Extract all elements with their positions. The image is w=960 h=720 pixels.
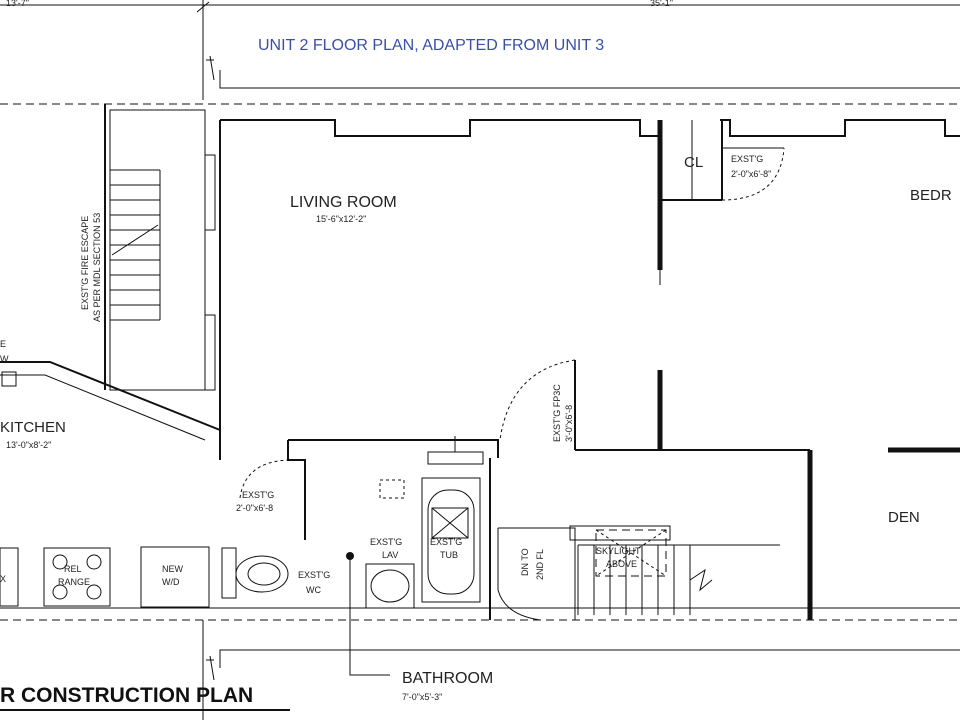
wc-sublabel: WC <box>306 585 321 595</box>
bathroom-north-wall <box>288 439 499 458</box>
washer-dryer <box>140 546 210 608</box>
left-fixture <box>1 371 17 387</box>
plan-title: R CONSTRUCTION PLAN <box>0 684 253 707</box>
bathroom-leader-line <box>349 556 390 676</box>
living-room-label: LIVING ROOM <box>290 194 397 211</box>
stair-enclosure <box>498 527 576 620</box>
stair-treads <box>569 525 780 615</box>
kitchen-size: 13'-0"x8'-2" <box>6 440 51 450</box>
closet-door-size: 2'-0"x6'-8" <box>731 169 771 179</box>
fp-door-label: EXST'G FP3C <box>552 384 562 442</box>
bath-door-size: 2'-0"x6'-8 <box>236 503 273 513</box>
kitchen-diagonal-wall <box>0 361 221 460</box>
lav-sublabel: LAV <box>382 550 398 560</box>
fire-escape-label: EXST'G FIRE ESCAPE <box>80 216 90 310</box>
left-edge-label-2: W <box>0 354 9 364</box>
exterior-wall-top <box>219 70 960 89</box>
left-fixture-label: X <box>0 574 6 584</box>
bath-door-label: EXST'G <box>242 490 274 500</box>
toilet-fixture <box>221 547 289 599</box>
stair-sublabel: 2ND FL <box>535 549 545 580</box>
bathroom-size: 7'-0"x5'-3" <box>402 692 442 702</box>
dimension-right-label: 35'-1" <box>650 0 673 8</box>
tub-fixture <box>421 477 481 603</box>
lav-label: EXST'G <box>370 537 402 547</box>
fire-escape <box>109 109 206 391</box>
window-west-1 <box>204 154 216 231</box>
living-room-size: 15'-6"x12'-2" <box>316 214 366 224</box>
diagram-title: UNIT 2 FLOOR PLAN, ADAPTED FROM UNIT 3 <box>258 37 604 54</box>
fire-escape-sublabel: AS PER MDL SECTION 53 <box>92 213 102 322</box>
wd-label: NEW <box>162 564 184 574</box>
closet-label: CL <box>684 154 703 171</box>
closet-door-label: EXST'G <box>731 154 763 164</box>
bedroom-north-wall <box>720 119 960 137</box>
tub-label: EXST'G <box>430 537 462 547</box>
window-west-2 <box>204 314 216 391</box>
bathroom-label: BATHROOM <box>402 670 493 687</box>
dimension-left-label: 13'-7" <box>6 0 29 8</box>
exterior-wall-bottom-outer <box>219 649 960 668</box>
medicine-cabinet <box>379 479 405 499</box>
range-label: REL <box>64 564 82 574</box>
fp-door-swing <box>499 359 576 441</box>
lavatory-fixture <box>365 563 415 609</box>
skylight-label: SKYLIGHT <box>596 546 641 556</box>
range-sublabel: RANGE <box>58 577 90 587</box>
bath-door-swing <box>239 459 289 499</box>
kitchen-label: KITCHEN <box>0 419 66 436</box>
den-label: DEN <box>888 509 920 526</box>
left-edge-label-1: E <box>0 339 6 349</box>
skylight-sublabel: ABOVE <box>606 559 637 569</box>
tub-sublabel: TUB <box>440 550 458 560</box>
skylight-outline <box>595 529 667 577</box>
wd-sublabel: W/D <box>162 577 180 587</box>
wc-label: EXST'G <box>298 570 330 580</box>
closet-door-swing <box>721 147 785 201</box>
living-room-north-wall <box>220 119 660 137</box>
bath-vent <box>427 451 484 465</box>
fp-door-size: 3'-0"x6'-8 <box>564 405 574 442</box>
fire-escape-stairs <box>110 169 161 321</box>
range-appliance <box>43 547 111 607</box>
kitchen-fixture-left <box>0 547 19 607</box>
stair-label: DN TO <box>520 548 530 576</box>
bedroom-label: BEDR <box>910 187 952 204</box>
